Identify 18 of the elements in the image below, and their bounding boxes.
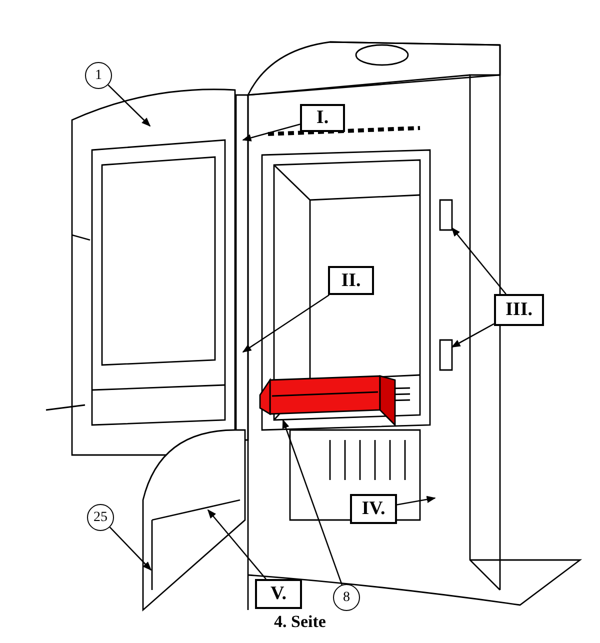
callout-number: V. bbox=[255, 579, 302, 609]
leader-line bbox=[451, 323, 494, 348]
callout-number: IV. bbox=[350, 494, 397, 524]
callout-number: I. bbox=[300, 104, 345, 132]
callout-number: 25 bbox=[87, 504, 114, 531]
leader-line bbox=[396, 496, 436, 506]
callout-number: III. bbox=[494, 294, 544, 326]
leader-line bbox=[242, 124, 300, 142]
leader-line bbox=[242, 294, 330, 353]
leader-line bbox=[282, 419, 343, 586]
leader-line bbox=[207, 509, 266, 580]
callout-number: II. bbox=[328, 266, 374, 295]
leader-line bbox=[108, 84, 151, 127]
leader-line bbox=[451, 227, 506, 294]
caption: 4. Seite bbox=[274, 612, 326, 631]
leader-line bbox=[109, 526, 152, 571]
callout-number: 1 bbox=[85, 62, 112, 89]
callout-number: 8 bbox=[333, 584, 360, 611]
